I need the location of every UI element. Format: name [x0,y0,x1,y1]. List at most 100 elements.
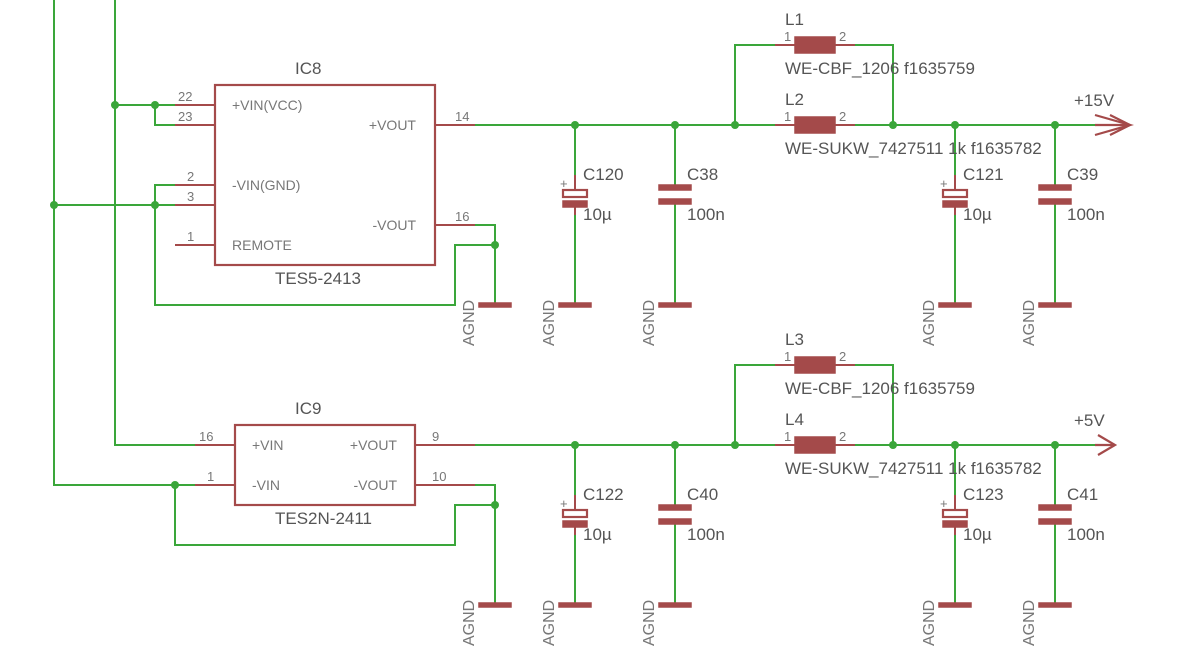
capacitor-c41: C41 100n [1038,485,1105,544]
supply-label: +5V [1074,411,1105,430]
ic9-pin-label: +VIN [252,437,284,453]
supply-label: +15V [1074,91,1115,110]
capacitor-value: 10µ [963,525,992,544]
ic8-pin-num: 2 [187,169,194,184]
ground-icon: AGND [641,600,692,646]
capacitor-c39: C39 100n [1038,165,1105,224]
ic9-pin-label: +VOUT [350,437,398,453]
capacitor-name: C123 [963,485,1004,504]
polarity-mark: + [940,176,948,191]
capacitor-value: 100n [687,205,725,224]
inductor-name: L4 [785,410,804,429]
inductor-body [794,36,836,54]
ic8-pin-num: 23 [178,109,192,124]
ground-label: AGND [641,600,658,646]
capacitor-value: 10µ [583,205,612,224]
supply-15v: +15V [1074,91,1135,137]
ic9-name: IC9 [295,399,321,418]
capacitor-plate [561,188,589,199]
capacitor-name: C40 [687,485,718,504]
supply-5v: +5V [1074,411,1118,456]
capacitor-value: 100n [1067,525,1105,544]
inductor-l4: L4 WE-SUKW_7427511 1k f1635782 1 2 [775,410,1042,478]
inductor-l3: L3 WE-CBF_1206 f1635759 1 2 [775,330,975,398]
capacitor-value: 100n [1067,205,1105,224]
ground-label: AGND [921,300,938,346]
polarity-mark: + [560,176,568,191]
capacitor-plate [658,184,692,191]
ic8-pin-num: 3 [187,189,194,204]
ic8-pin-label: REMOTE [232,237,292,253]
inductor-pin-num: 2 [839,349,846,364]
ic9-pin-num: 1 [207,469,214,484]
ic8-pin-label: -VIN(GND) [232,177,300,193]
inductor-pin-num: 1 [784,429,791,444]
inductor-pin-num: 2 [839,429,846,444]
inductor-value: WE-SUKW_7427511 1k f1635782 [785,139,1042,158]
ground-icon: AGND [461,300,512,346]
inductor-l2: L2 WE-SUKW_7427511 1k f1635782 1 2 [775,90,1042,158]
inductor-value: WE-CBF_1206 f1635759 [785,379,975,398]
ic9-pin-label: -VOUT [353,477,397,493]
polarity-mark: + [940,496,948,511]
ground-icon: AGND [1021,600,1072,646]
ic8-value: TES5-2413 [275,269,361,288]
ic9-regulator: IC9 TES2N-2411 16 1 9 10 +VIN -VIN +VOUT… [195,399,475,528]
capacitor-plate [941,188,969,199]
inductor-name: L2 [785,90,804,109]
capacitor-name: C122 [583,485,624,504]
ic8-pin-label: -VOUT [372,217,416,233]
ic9-body [233,423,417,507]
inductor-pin-num: 2 [839,109,846,124]
ground-icon: AGND [641,300,692,346]
inductor-body [794,436,836,454]
capacitor-c120: + C120 10µ [560,165,624,224]
capacitor-plate [658,518,692,525]
ground-label: AGND [461,600,478,646]
capacitor-plate [1038,518,1072,525]
inductor-pin-num: 2 [839,29,846,44]
capacitor-plate [658,504,692,511]
ground-label: AGND [921,600,938,646]
capacitor-name: C41 [1067,485,1098,504]
inductor-value: WE-CBF_1206 f1635759 [785,59,975,78]
ic8-pin-num: 22 [178,89,192,104]
inductor-l1: L1 WE-CBF_1206 f1635759 1 2 [775,10,975,78]
ground-label: AGND [1021,600,1038,646]
inductor-pin-num: 1 [784,109,791,124]
capacitor-c123: + C123 10µ [940,485,1004,544]
ground-icon: AGND [921,300,972,346]
ic9-pin-num: 9 [432,429,439,444]
polarity-mark: + [560,496,568,511]
ground-label: AGND [461,300,478,346]
capacitor-name: C121 [963,165,1004,184]
supply-arrow-icon [1097,434,1118,456]
capacitor-plate [658,198,692,205]
inductor-body [794,116,836,134]
ground-label: AGND [541,300,558,346]
ic8-name: IC8 [295,59,321,78]
capacitor-plate [561,508,589,519]
capacitor-value: 10µ [583,525,612,544]
ic9-value: TES2N-2411 [275,509,372,528]
capacitor-plate [1038,504,1072,511]
capacitor-value: 10µ [963,205,992,224]
ic8-regulator: IC8 TES5-2413 22 23 2 3 1 14 16 +VIN(VCC… [175,59,475,288]
ic8-pin-num: 16 [455,209,469,224]
ground-icon: AGND [541,600,592,646]
ground-symbols: AGND AGND AGND AGND AGND AGND AGND [461,300,1072,646]
ground-icon: AGND [461,600,512,646]
junction-dots [50,101,1059,509]
ic8-pin-num: 1 [187,229,194,244]
capacitor-plate [1038,198,1072,205]
ic8-pin-label: +VIN(VCC) [232,97,302,113]
ground-label: AGND [1021,300,1038,346]
inductor-pin-num: 1 [784,349,791,364]
inductor-pin-num: 1 [784,29,791,44]
capacitor-name: C38 [687,165,718,184]
ground-icon: AGND [921,600,972,646]
ground-label: AGND [641,300,658,346]
ground-label: AGND [541,600,558,646]
capacitor-value: 100n [687,525,725,544]
